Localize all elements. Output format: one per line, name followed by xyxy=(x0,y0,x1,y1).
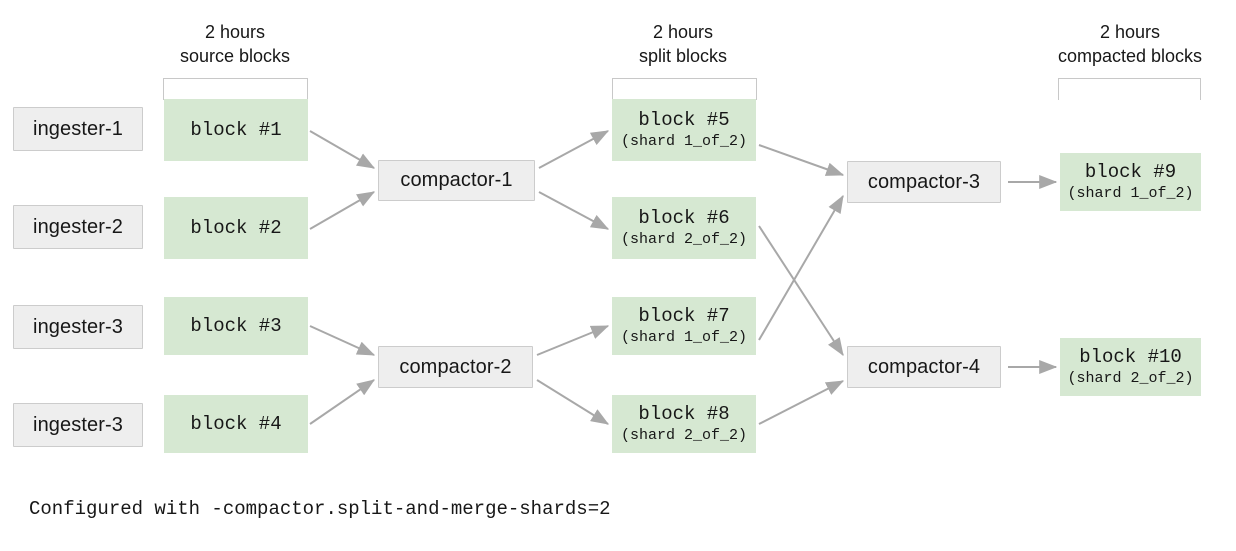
edge-block1-compactor1 xyxy=(309,130,376,169)
block-9-title: block #9 xyxy=(1084,161,1177,183)
block-2-box[interactable]: block #2 xyxy=(164,197,308,259)
bracket-source-blocks xyxy=(163,78,308,100)
compactor-2-box[interactable]: compactor-2 xyxy=(378,346,533,388)
group-label-source: 2 hours source blocks xyxy=(150,20,320,68)
compactor-2-label: compactor-2 xyxy=(399,355,512,378)
edge-compactor2-block7 xyxy=(536,325,610,356)
ingester-3a-box[interactable]: ingester-3 xyxy=(13,305,143,349)
group-label-split-line1: 2 hours xyxy=(652,22,714,42)
group-label-source-line1: 2 hours xyxy=(204,22,266,42)
group-label-compacted-line2: compacted blocks xyxy=(1057,46,1203,66)
block-4-title: block #4 xyxy=(190,412,282,435)
block-8-box[interactable]: block #8 (shard 2_of_2) xyxy=(612,395,756,453)
compactor-4-label: compactor-4 xyxy=(867,355,981,378)
block-6-shard: (shard 2_of_2) xyxy=(620,231,748,248)
bracket-compacted-blocks xyxy=(1058,78,1201,100)
block-6-title: block #6 xyxy=(638,207,730,229)
block-7-title: block #7 xyxy=(638,305,730,327)
ingester-2-label: ingester-2 xyxy=(33,215,123,238)
edge-block7-compactor3 xyxy=(758,194,844,341)
block-2-title: block #2 xyxy=(190,216,282,239)
group-label-source-line2: source blocks xyxy=(179,46,291,66)
compactor-3-box[interactable]: compactor-3 xyxy=(847,161,1001,203)
block-7-shard: (shard 1_of_2) xyxy=(620,329,748,346)
compactor-1-label: compactor-1 xyxy=(400,169,513,191)
block-7-box[interactable]: block #7 (shard 1_of_2) xyxy=(612,297,756,355)
edge-compactor2-block8 xyxy=(536,379,610,425)
block-9-box[interactable]: block #9 (shard 1_of_2) xyxy=(1060,153,1201,211)
block-10-shard: (shard 2_of_2) xyxy=(1067,370,1194,387)
edge-block3-compactor2 xyxy=(309,325,376,356)
block-5-box[interactable]: block #5 (shard 1_of_2) xyxy=(612,99,756,161)
block-5-title: block #5 xyxy=(638,109,730,131)
block-3-title: block #3 xyxy=(190,314,282,337)
edge-block2-compactor1 xyxy=(309,191,376,230)
edge-block5-compactor3 xyxy=(758,144,845,176)
edge-block6-compactor4 xyxy=(758,225,844,357)
block-8-title: block #8 xyxy=(638,403,730,425)
edge-block4-compactor2 xyxy=(309,379,375,425)
edge-block8-compactor4 xyxy=(758,380,845,425)
block-9-shard: (shard 1_of_2) xyxy=(1067,185,1194,202)
group-label-compacted: 2 hours compacted blocks xyxy=(1040,20,1220,68)
ingester-3a-label: ingester-3 xyxy=(33,315,123,338)
ingester-1-label: ingester-1 xyxy=(33,117,123,140)
compactor-1-box[interactable]: compactor-1 xyxy=(378,160,535,201)
edge-compactor1-block6 xyxy=(538,191,610,230)
diagram-caption: Configured with -compactor.split-and-mer… xyxy=(29,498,611,520)
block-8-shard: (shard 2_of_2) xyxy=(620,427,748,444)
bracket-split-blocks xyxy=(612,78,757,100)
ingester-3b-box[interactable]: ingester-3 xyxy=(13,403,143,447)
block-10-box[interactable]: block #10 (shard 2_of_2) xyxy=(1060,338,1201,396)
block-3-box[interactable]: block #3 xyxy=(164,297,308,355)
compactor-4-box[interactable]: compactor-4 xyxy=(847,346,1001,388)
group-label-split-line2: split blocks xyxy=(638,46,728,66)
ingester-1-box[interactable]: ingester-1 xyxy=(13,107,143,151)
block-1-box[interactable]: block #1 xyxy=(164,99,308,161)
block-5-shard: (shard 1_of_2) xyxy=(620,133,748,150)
group-label-split: 2 hours split blocks xyxy=(598,20,768,68)
block-4-box[interactable]: block #4 xyxy=(164,395,308,453)
block-6-box[interactable]: block #6 (shard 2_of_2) xyxy=(612,197,756,259)
ingester-2-box[interactable]: ingester-2 xyxy=(13,205,143,249)
edge-compactor1-block5 xyxy=(538,130,610,169)
compactor-3-label: compactor-3 xyxy=(867,170,981,193)
ingester-3b-label: ingester-3 xyxy=(33,413,123,436)
group-label-compacted-line1: 2 hours xyxy=(1099,22,1161,42)
block-1-title: block #1 xyxy=(190,118,282,141)
block-10-title: block #10 xyxy=(1079,346,1182,368)
